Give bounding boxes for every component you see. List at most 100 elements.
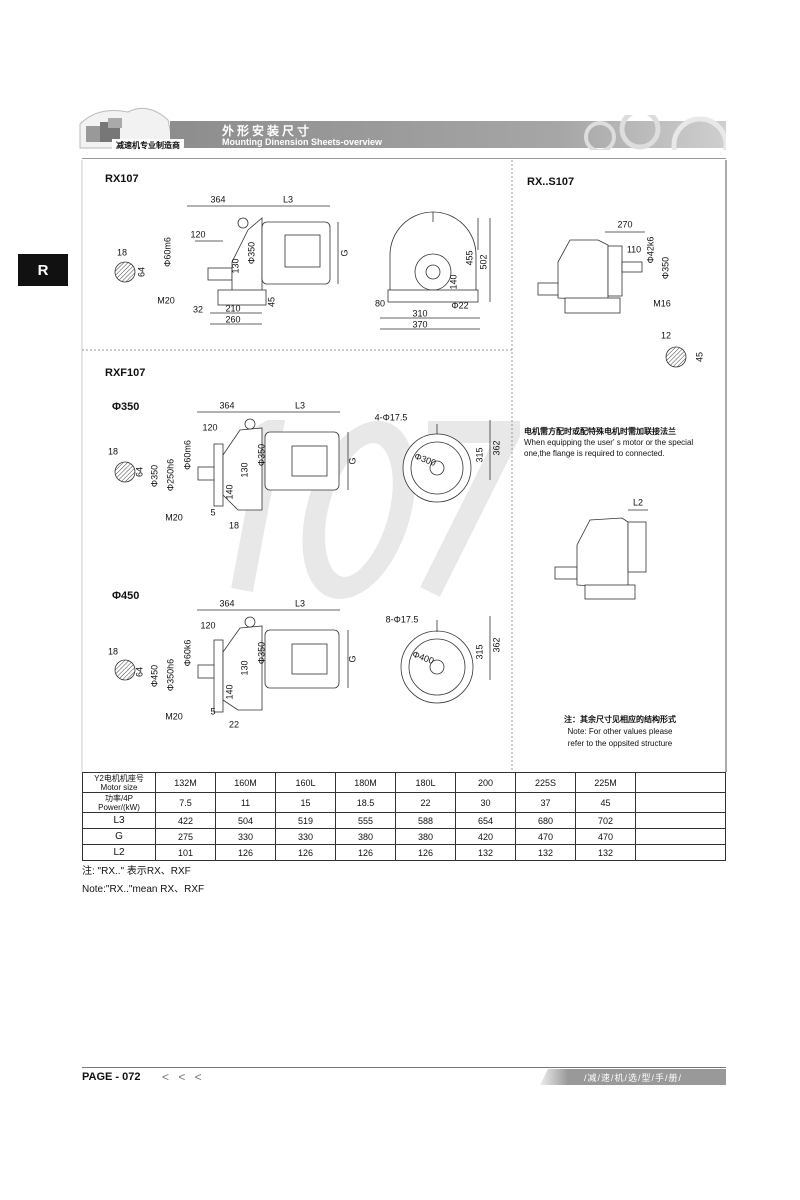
cell: 180M bbox=[335, 772, 396, 793]
cell: 132 bbox=[575, 844, 636, 861]
cell: 225M bbox=[575, 772, 636, 793]
cell: 15 bbox=[275, 792, 336, 813]
dim-label: 64 bbox=[134, 466, 145, 478]
dim-label: M20 bbox=[165, 512, 183, 523]
cell: 422 bbox=[155, 812, 216, 829]
other-note-en-2: refer to the oppsited structure bbox=[567, 739, 673, 748]
dim-label: 310 bbox=[412, 308, 428, 319]
gears-decoration-icon bbox=[584, 115, 726, 150]
header-title-en: Mounting Dinension Sheets-overview bbox=[222, 137, 383, 147]
cell: 330 bbox=[275, 828, 336, 845]
back-arrows: < < < bbox=[162, 1070, 205, 1084]
dim-label: G bbox=[339, 249, 350, 257]
flange-note-cn: 电机需方配时或配特殊电机时需加联接法兰 bbox=[524, 427, 676, 436]
dim-label: 120 bbox=[202, 422, 218, 433]
header-tagline: 减速机专业制造商 bbox=[112, 139, 184, 152]
row-header-cn: Y2电机机座号 bbox=[94, 773, 144, 783]
dim-label: L3 bbox=[294, 598, 306, 609]
page-number: PAGE - 072 bbox=[82, 1071, 141, 1083]
dim-label: 260 bbox=[225, 314, 241, 325]
cell: 519 bbox=[275, 812, 336, 829]
dim-label: Φ42k6 bbox=[645, 236, 656, 264]
cell: 420 bbox=[455, 828, 516, 845]
note-en: Note:"RX.."mean RX、RXF bbox=[82, 884, 205, 895]
note-cn: 注: "RX.." 表示RX、RXF bbox=[82, 866, 191, 877]
flange-note-en-1: When equipping the user' s motor or the … bbox=[524, 438, 694, 447]
dim-label: 364 bbox=[210, 194, 226, 205]
gear-reducer-logo-icon bbox=[79, 107, 175, 149]
dim-label: L3 bbox=[282, 194, 294, 205]
dim-label: 140 bbox=[224, 684, 235, 700]
footer-divider bbox=[82, 1067, 726, 1068]
dim-label: Φ60m6 bbox=[182, 440, 193, 470]
dim-label: 120 bbox=[200, 620, 216, 631]
l2-flange-view bbox=[554, 509, 648, 600]
dim-label: G bbox=[347, 655, 358, 663]
row-header-en: Power/(kW) bbox=[98, 802, 140, 812]
cell: 132 bbox=[515, 844, 576, 861]
rxf107-450-end-view bbox=[400, 616, 491, 704]
row-header: L3 bbox=[82, 812, 156, 829]
cell: 680 bbox=[515, 812, 576, 829]
dim-label: 5 bbox=[210, 706, 216, 717]
cell: 200 bbox=[455, 772, 516, 793]
cell-empty bbox=[635, 828, 726, 845]
dim-label: Φ250h6 bbox=[165, 458, 176, 492]
cell: 45 bbox=[575, 792, 636, 813]
cell: 702 bbox=[575, 812, 636, 829]
cell: 30 bbox=[455, 792, 516, 813]
cell: 555 bbox=[335, 812, 396, 829]
cell: 225S bbox=[515, 772, 576, 793]
dim-label: 64 bbox=[136, 266, 147, 278]
flange-350-label: Φ350 bbox=[112, 401, 140, 413]
dim-label: 140 bbox=[224, 484, 235, 500]
rx107-end-view bbox=[380, 211, 491, 330]
rxf107-350-end-view bbox=[402, 420, 491, 503]
row-header-en: Motor size bbox=[100, 782, 138, 792]
dim-label: 502 bbox=[478, 254, 489, 270]
cell: 37 bbox=[515, 792, 576, 813]
dim-label: 120 bbox=[190, 229, 206, 240]
book-title-tab: /减/速/机/选/型/手/册/ bbox=[540, 1069, 726, 1085]
rxs107-title: RX..S107 bbox=[527, 176, 575, 188]
dim-label: Φ350 bbox=[256, 641, 267, 665]
cell: 160M bbox=[215, 772, 276, 793]
dim-label: 18 bbox=[107, 646, 119, 657]
dim-label: Φ60k6 bbox=[182, 639, 193, 667]
cell: 22 bbox=[395, 792, 456, 813]
cell: 7.5 bbox=[155, 792, 216, 813]
dim-label: 4-Φ17.5 bbox=[374, 412, 408, 423]
dim-label: 45 bbox=[694, 351, 705, 363]
dim-label: 364 bbox=[219, 400, 235, 411]
cell: 126 bbox=[335, 844, 396, 861]
header-title-cn: 外形安装尺寸 bbox=[222, 124, 313, 138]
rx107-title: RX107 bbox=[105, 173, 139, 185]
cell: 126 bbox=[215, 844, 276, 861]
dim-label: Φ350h6 bbox=[165, 658, 176, 692]
dim-label: 130 bbox=[230, 258, 241, 274]
dim-label: 210 bbox=[225, 303, 241, 314]
cell: 11 bbox=[215, 792, 276, 813]
dim-label: 455 bbox=[464, 250, 475, 266]
header-divider bbox=[82, 158, 726, 159]
dim-label: 362 bbox=[491, 637, 502, 653]
cell: 275 bbox=[155, 828, 216, 845]
frame bbox=[81, 160, 727, 772]
dim-label: 12 bbox=[660, 330, 672, 341]
dim-label: Φ350 bbox=[246, 241, 257, 265]
dim-label: M20 bbox=[165, 711, 183, 722]
dim-label-l2: L2 bbox=[632, 497, 644, 508]
dim-label: Φ350 bbox=[256, 443, 267, 467]
dim-label: G bbox=[347, 457, 358, 465]
other-note-en-1: Note: For other values please bbox=[567, 727, 673, 736]
cell: 654 bbox=[455, 812, 516, 829]
dim-label: 370 bbox=[412, 319, 428, 330]
dim-label: 64 bbox=[134, 666, 145, 678]
